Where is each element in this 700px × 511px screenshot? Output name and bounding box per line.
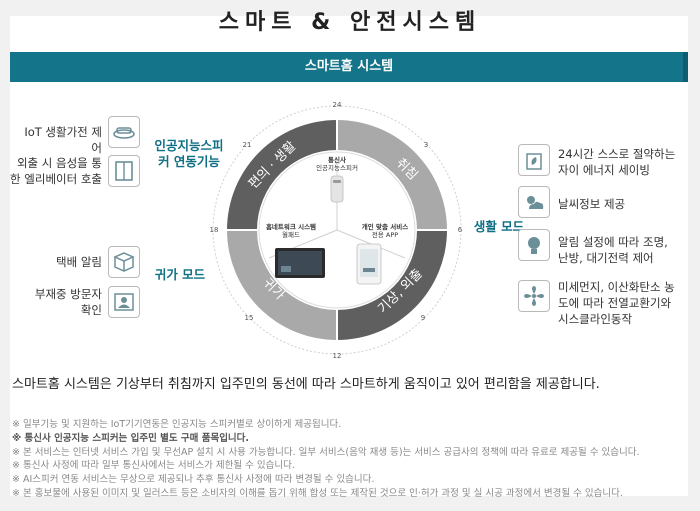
mode-return: 귀가 모드 <box>154 267 206 282</box>
tick-9: 9 <box>421 314 425 322</box>
center-left-sub: 월패드 <box>282 230 300 239</box>
center-top-title: 통신사 <box>328 155 346 164</box>
footnote: ※ 통신사 사정에 따라 일부 통신사에서는 서비스가 제한될 수 있습니다. <box>12 460 295 472</box>
package-icon <box>108 246 140 278</box>
weather-icon <box>518 186 550 218</box>
tick-24: 24 <box>333 101 342 109</box>
mode-ai-speaker: 인공지능스피커 연동기능 <box>154 138 224 169</box>
footnote: ※ 본 서비스는 인터넷 서비스 가입 및 무선AP 설치 시 사용 가능합니다… <box>12 446 640 458</box>
tick-15: 15 <box>245 314 254 322</box>
footnote: ※ 본 홍보물에 사용된 이미지 및 일러스트 등은 소비자의 이해를 돕기 위… <box>12 487 623 499</box>
tick-21: 21 <box>243 141 252 149</box>
tick-12: 12 <box>333 352 342 360</box>
tick-18: 18 <box>210 226 219 234</box>
center-right-sub: 전용 APP <box>372 230 398 239</box>
summary-text: 스마트홈 시스템은 기상부터 취침까지 입주민의 동선에 따라 스마트하게 움직… <box>12 377 600 392</box>
wallpad-image <box>275 248 325 278</box>
center-right-title: 개인 맞춤 서비스 <box>362 222 408 231</box>
center-top-sub: 인공지능스피커 <box>316 163 358 172</box>
feature-visitor-check: 부재중 방문자 확인 <box>34 287 102 317</box>
smart-home-ring-diagram: 편의 · 생활 취침 기상, 외출 귀가 24 3 6 9 12 15 18 2… <box>205 98 469 366</box>
visitor-icon <box>108 286 140 318</box>
energy-saving-icon <box>518 144 550 176</box>
feature-air-ventilation: 미세먼지, 이산화탄소 농도에 따라 전열교환기와 시스클라인동작 <box>558 280 675 326</box>
bulb-icon <box>518 229 550 261</box>
footnote: ※ AI스피커 연동 서비스는 무상으로 제공되나 추후 통신사 사정에 따라 … <box>12 474 375 486</box>
ai-speaker-image <box>330 175 344 203</box>
feature-weather-info: 날씨정보 제공 <box>558 197 626 211</box>
footnote: ※ 일부기능 및 지원하는 IoT기기연동은 인공지능 스피커별로 상이하게 제… <box>12 419 342 430</box>
elevator-icon <box>108 155 140 187</box>
feature-lighting-control: 알림 설정에 따라 조명, 난방, 대기전력 제어 <box>558 235 668 265</box>
tick-3: 3 <box>424 141 428 149</box>
phone-app-image <box>356 243 382 285</box>
section-banner: 스마트홈 시스템 <box>10 52 688 82</box>
banner-edge <box>683 52 688 82</box>
robot-vacuum-icon <box>108 116 140 148</box>
center-left-title: 홈네트워크 시스템 <box>266 222 316 231</box>
fan-icon <box>518 280 550 312</box>
feature-iot-control: IoT 생활가전 제어 <box>24 125 102 155</box>
footnotes: ※ 일부기능 및 지원하는 IoT기기연동은 인공지능 스피커별로 상이하게 제… <box>12 418 688 501</box>
feature-package-alert: 택배 알림 <box>56 255 102 269</box>
mode-life: 생활 모드 <box>473 219 525 234</box>
page-title: 스마트 & 안전시스템 <box>218 10 482 35</box>
feature-elevator-call: 외출 시 음성을 통한 엘리베이터 호출 <box>10 156 102 186</box>
footnote: ※ 통신사 인공지능 스피커는 입주민 별도 구매 품목입니다. <box>12 432 250 444</box>
feature-energy-saving: 24시간 스스로 절약하는 자이 에너지 세이빙 <box>558 147 676 177</box>
tick-6: 6 <box>458 226 463 234</box>
